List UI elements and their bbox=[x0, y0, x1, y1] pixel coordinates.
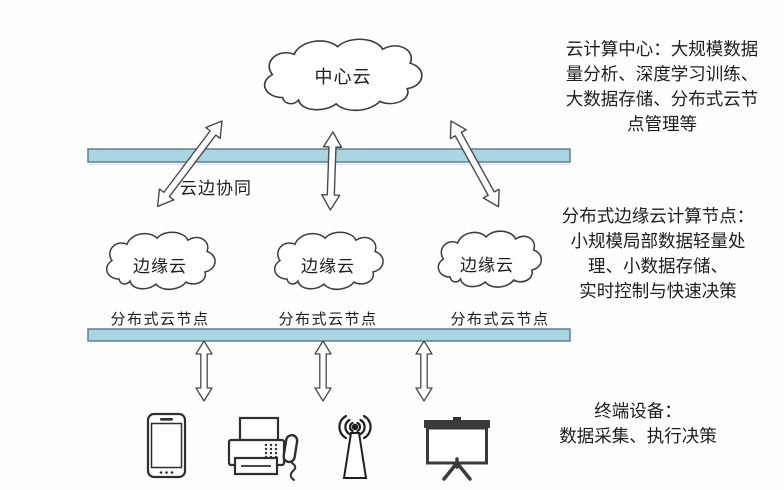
terminal-annotation: 终端设备： 数据采集、执行决策 bbox=[514, 399, 762, 449]
arrow-cloud-edge-right bbox=[449, 120, 500, 208]
cloud-center-annotation: 云计算中心：大规模数据 量分析、深度学习训练、 大数据存储、分布式云节 点管理等 bbox=[540, 37, 784, 137]
fax-machine-icon bbox=[227, 416, 299, 481]
annotation-line: 理、小数据存储、 bbox=[588, 256, 728, 276]
edge-network-bar bbox=[87, 328, 571, 342]
annotation-line: 数据采集、执行决策 bbox=[559, 426, 717, 446]
bar-label-left: 分布式云节点 bbox=[110, 312, 210, 328]
annotation-line: 量分析、深度学习训练、 bbox=[565, 64, 759, 84]
cloud-edge-collab-label: 云边协同 bbox=[180, 179, 252, 198]
arrow-cloud-edge-middle bbox=[321, 131, 343, 211]
annotation-line: 分布式边缘云计算节点： bbox=[561, 206, 755, 226]
bar-label-middle: 分布式云节点 bbox=[278, 312, 378, 328]
arrow-cloud-edge-left bbox=[156, 120, 223, 208]
edge-cloud-label-left: 边缘云 bbox=[133, 257, 187, 276]
annotation-line: 大数据存储、分布式云节 bbox=[565, 89, 759, 109]
annotation-line: 云计算中心：大规模数据 bbox=[565, 39, 759, 59]
arrow-edge-device-right bbox=[415, 340, 433, 402]
edge-cloud-label-right: 边缘云 bbox=[460, 256, 514, 275]
edge-cloud-label-middle: 边缘云 bbox=[301, 257, 355, 276]
annotation-line: 实时控制与快速决策 bbox=[579, 281, 737, 301]
edge-nodes-annotation: 分布式边缘云计算节点： 小规模局部数据轻量处 理、小数据存储、 实时控制与快速决… bbox=[532, 204, 784, 304]
antenna-icon bbox=[338, 414, 372, 479]
projector-screen-icon bbox=[424, 417, 490, 481]
arrow-edge-device-middle bbox=[314, 340, 332, 402]
annotation-line: 点管理等 bbox=[627, 114, 697, 134]
central-cloud-label: 中心云 bbox=[314, 67, 372, 87]
annotation-line: 终端设备： bbox=[594, 401, 682, 421]
smartphone-icon bbox=[146, 412, 187, 479]
bar-label-right: 分布式云节点 bbox=[450, 312, 550, 328]
arrow-edge-device-left bbox=[195, 340, 213, 402]
annotation-line: 小规模局部数据轻量处 bbox=[570, 231, 746, 251]
